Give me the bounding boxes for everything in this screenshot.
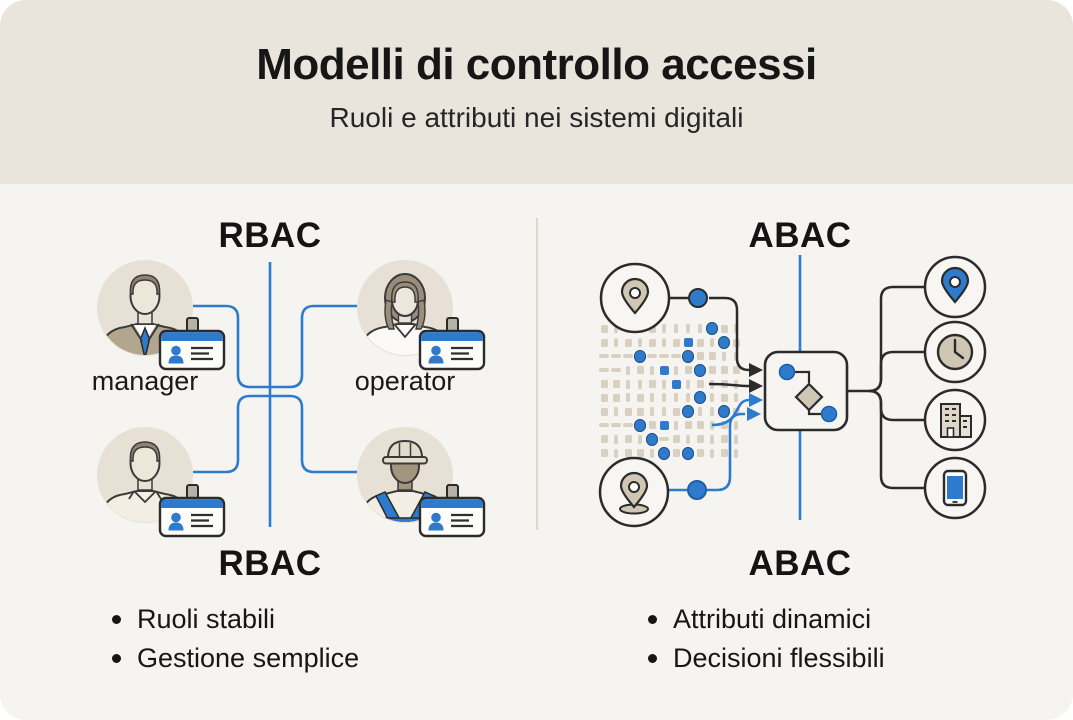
decision-flow-node — [763, 350, 849, 432]
abac-bullet-item: Attributi dinamici — [648, 600, 885, 639]
location-pin-input-top — [599, 262, 671, 334]
panel-divider — [536, 218, 538, 530]
rbac-illustration — [97, 260, 486, 538]
role-label-operator: operator — [354, 366, 456, 396]
page-subtitle: Ruoli e attributi nei sistemi digitali — [329, 102, 744, 133]
abac-bullet-text: Decisioni flessibili — [673, 643, 885, 673]
rbac-connector-lines — [193, 262, 357, 527]
abac-bullet-list: Attributi dinamici Decisioni flessibili — [648, 600, 885, 678]
abac-heading-bottom: ABAC — [748, 544, 852, 583]
operator-avatar — [357, 260, 486, 371]
abac-output-connectors — [847, 285, 925, 490]
rbac-bullet-text: Ruoli stabili — [137, 604, 276, 634]
bullet-dot — [648, 654, 657, 663]
abac-illustration — [598, 255, 987, 528]
rbac-heading-top: RBAC — [218, 216, 322, 255]
construction-worker-avatar — [357, 427, 486, 538]
header: Modelli di controllo accessi Ruoli e att… — [0, 0, 1073, 184]
rbac-bullet-list: Ruoli stabili Gestione semplice — [112, 600, 359, 678]
location-pin-input-bottom — [598, 456, 670, 528]
role-label-manager: manager — [91, 366, 199, 396]
building-icon — [940, 403, 972, 438]
bullet-dot — [648, 615, 657, 624]
organization-attribute — [923, 388, 987, 452]
page-title: Modelli di controllo accessi — [256, 40, 817, 89]
manager-avatar — [97, 260, 226, 371]
abac-input-connectors — [668, 288, 763, 500]
employee-avatar — [97, 427, 226, 538]
bullet-dot — [112, 615, 121, 624]
rbac-bullet-item: Ruoli stabili — [112, 600, 359, 639]
smartphone-icon — [942, 469, 968, 507]
rbac-bullet-text: Gestione semplice — [137, 643, 360, 673]
clock-icon — [936, 333, 974, 371]
time-attribute — [923, 320, 987, 384]
abac-heading-top: ABAC — [748, 216, 852, 255]
rbac-heading-bottom: RBAC — [218, 544, 322, 583]
bullet-dot — [112, 654, 121, 663]
rbac-bullet-item: Gestione semplice — [112, 639, 359, 678]
location-attribute — [923, 255, 987, 319]
abac-bullet-text: Attributi dinamici — [673, 604, 872, 634]
abac-bullet-item: Decisioni flessibili — [648, 639, 885, 678]
device-attribute — [923, 456, 987, 520]
